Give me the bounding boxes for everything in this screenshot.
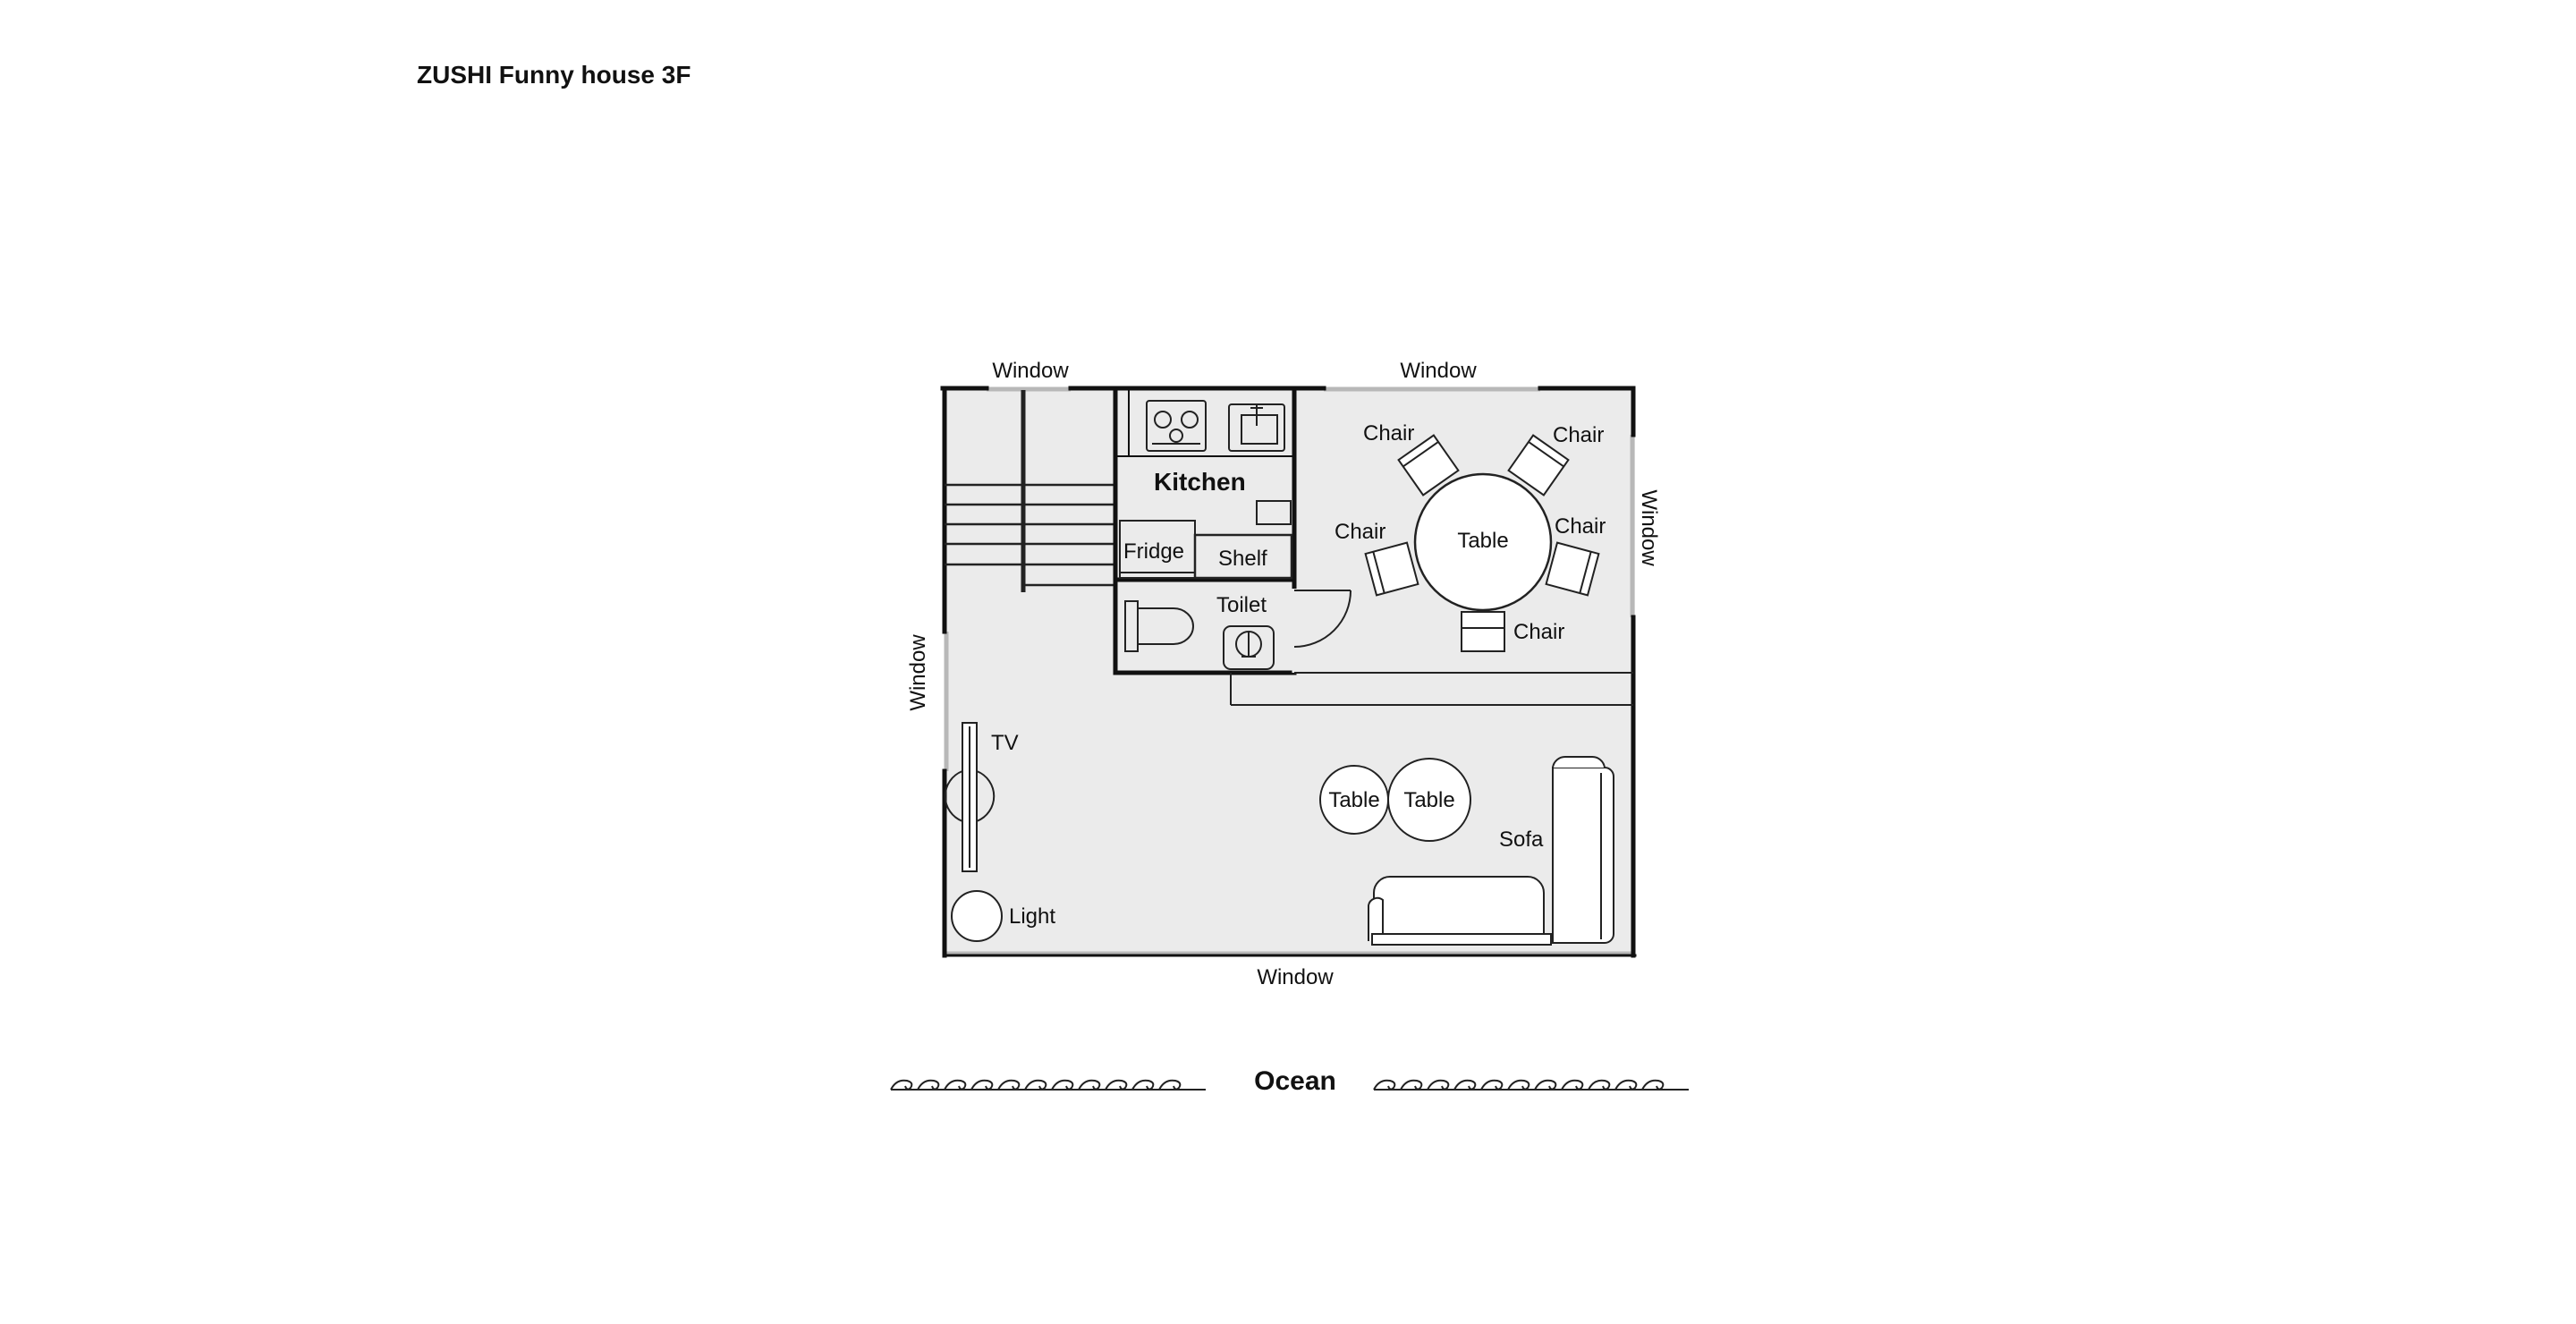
chair-top-left-label: Chair	[1363, 421, 1414, 446]
light-label: Light	[1009, 904, 1055, 929]
wave-crest	[1131, 1079, 1155, 1091]
sofa-label: Sofa	[1499, 828, 1544, 852]
shelf-icon	[1193, 533, 1293, 580]
toilet-icon	[1124, 600, 1194, 652]
counter-partition	[1230, 672, 1633, 706]
page-title: ZUSHI Funny house 3F	[417, 61, 691, 89]
wave-line-right	[1373, 1079, 1689, 1091]
fridge-label: Fridge	[1123, 539, 1184, 564]
wave-crest	[1614, 1079, 1638, 1091]
windows	[944, 386, 1635, 956]
chair-mid-right	[1545, 541, 1600, 597]
side-table-large-label: Table	[1403, 788, 1454, 812]
window-top-left-label: Window	[992, 359, 1069, 383]
wave-crest	[944, 1079, 967, 1091]
wave-crest	[1105, 1079, 1128, 1091]
chair-top-left	[1397, 434, 1460, 496]
window-bottom-label: Window	[1257, 965, 1334, 989]
window-top-right-label: Window	[1400, 359, 1477, 383]
toilet-label: Toilet	[1216, 593, 1267, 617]
shelf-label: Shelf	[1218, 547, 1267, 571]
chair-bottom-label: Chair	[1513, 620, 1564, 644]
washbasin-icon	[1223, 625, 1275, 670]
wave-crest	[1641, 1079, 1665, 1091]
counter-item	[1256, 500, 1292, 525]
chair-mid-left-label: Chair	[1335, 520, 1385, 544]
wave-crest	[1427, 1079, 1450, 1091]
wave-crest	[1158, 1079, 1182, 1091]
dining-table-label: Table	[1457, 529, 1508, 553]
chair-top-right-label: Chair	[1553, 423, 1604, 447]
kitchen-label: Kitchen	[1154, 468, 1246, 496]
wave-crest	[1051, 1079, 1074, 1091]
wave-crest	[1561, 1079, 1584, 1091]
wave-crest	[1507, 1079, 1530, 1091]
chair-top-right	[1507, 434, 1570, 496]
wave-crest	[1400, 1079, 1423, 1091]
wave-crest	[1588, 1079, 1611, 1091]
wave-crest	[970, 1079, 994, 1091]
wave-crest	[917, 1079, 940, 1091]
door-icon	[1293, 590, 1352, 648]
wave-line-left	[890, 1079, 1206, 1091]
sofa-icon	[1368, 755, 1614, 946]
chair-mid-right-label: Chair	[1555, 514, 1606, 539]
wave-crest	[1480, 1079, 1504, 1091]
stove-icon	[1146, 400, 1207, 452]
window-left-label: Window	[906, 634, 930, 711]
wave-crest	[1453, 1079, 1477, 1091]
chair-mid-left	[1364, 541, 1419, 597]
side-table-small-label: Table	[1328, 788, 1379, 812]
tv-label: TV	[991, 731, 1019, 755]
wave-crest	[1373, 1079, 1396, 1091]
wave-crest	[1024, 1079, 1047, 1091]
wave-crest	[1534, 1079, 1557, 1091]
tv-icon	[944, 722, 996, 872]
wave-crest	[997, 1079, 1021, 1091]
wave-crest	[1078, 1079, 1101, 1091]
dining-table	[1413, 472, 1553, 612]
staircase	[945, 390, 1114, 592]
side-table-large	[1387, 758, 1471, 842]
kitchen-block	[1113, 386, 1297, 675]
wave-crest	[890, 1079, 913, 1091]
sink-icon	[1228, 403, 1285, 452]
light-icon	[951, 890, 1003, 942]
window-right-label: Window	[1637, 489, 1661, 566]
ocean-label: Ocean	[1254, 1066, 1336, 1096]
chair-bottom	[1461, 611, 1505, 652]
